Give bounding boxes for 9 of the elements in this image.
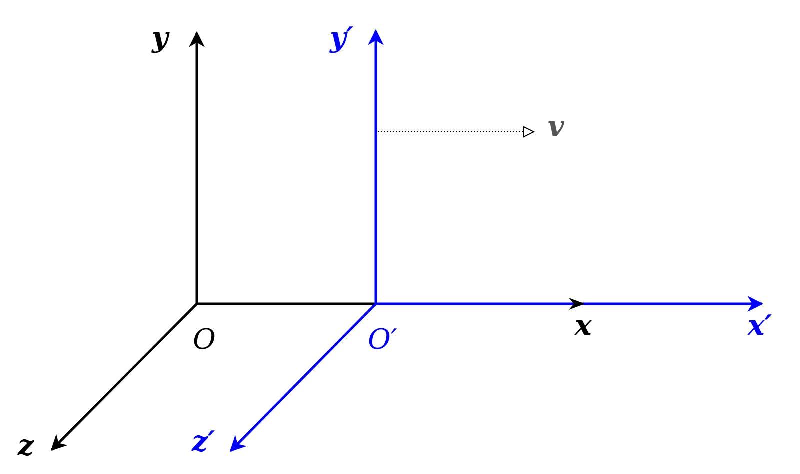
origin-label: O′ [368,326,398,354]
axis-label: x [575,312,592,340]
axis-label: x′ [748,312,772,340]
axis-label: y [152,24,168,52]
origin-label: O [193,326,216,354]
axis-label: z [18,432,34,460]
axis-label: z′ [192,428,216,456]
axis-label: y′ [330,24,354,52]
velocity-label: v [548,113,564,141]
